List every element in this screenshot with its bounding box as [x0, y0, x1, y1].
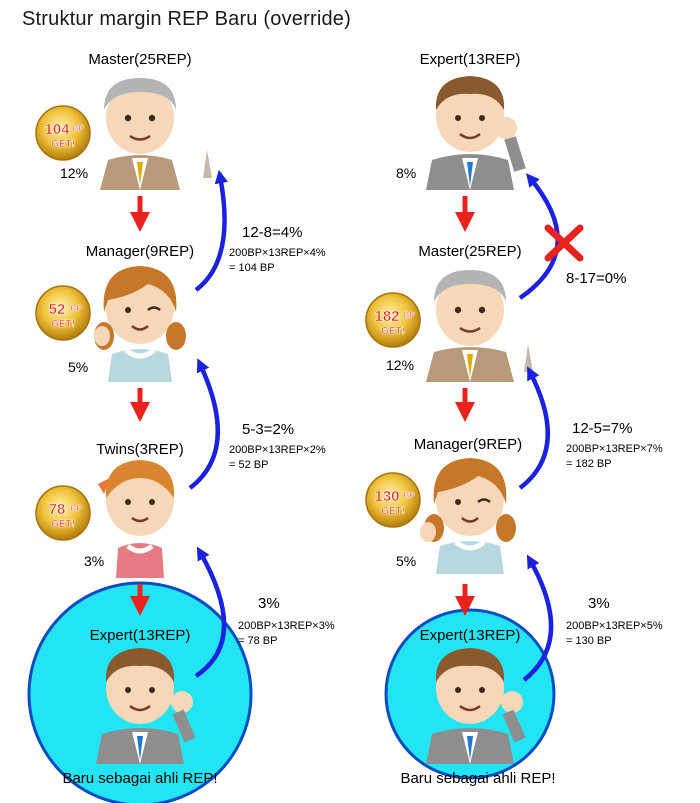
flow-result: = 78 BP [238, 635, 277, 647]
member-label: Expert(13REP) [420, 627, 521, 644]
flow-result: = 130 BP [566, 635, 612, 647]
margin-percent: 3% [84, 553, 104, 569]
flow-formula: 3% [588, 595, 610, 612]
expert-avatar-right-bottom [426, 648, 526, 764]
twins-avatar-left [98, 460, 175, 578]
badge-text-manager-left: 52 BP GET! [48, 301, 82, 331]
badge-text-twins-left: 78 BP GET! [48, 501, 82, 531]
member-label: Master(25REP) [418, 243, 521, 260]
flow-detail: 200BP×13REP×5% [566, 620, 663, 632]
member-label: Manager(9REP) [86, 243, 194, 260]
margin-percent: 5% [396, 553, 416, 569]
flow-detail: 200BP×13REP×7% [566, 443, 663, 455]
flow-detail: 200BP×13REP×4% [229, 247, 326, 259]
svg-text:GET!: GET! [381, 326, 405, 337]
badge-text-master-left: 104 BP GET! [44, 121, 84, 151]
svg-text:BP: BP [72, 124, 84, 133]
svg-text:BP: BP [403, 311, 415, 320]
svg-text:130: 130 [374, 488, 399, 505]
flow-arrow-left-2 [188, 358, 221, 490]
flow-arrow-left-1 [194, 169, 228, 292]
badge-manager-right [365, 472, 421, 528]
expert-avatar-left [96, 648, 196, 764]
svg-text:GET!: GET! [51, 139, 75, 150]
member-label: Master(25REP) [88, 51, 191, 68]
page-title: Struktur margin REP Baru (override) [22, 8, 351, 30]
margin-percent: 12% [60, 165, 88, 181]
svg-text:BP: BP [70, 504, 82, 513]
flow-detail: 200BP×13REP×2% [229, 444, 326, 456]
svg-text:182: 182 [374, 308, 399, 325]
manager-avatar-right [420, 458, 516, 574]
badge-manager-left [35, 285, 91, 341]
margin-percent: 8% [396, 165, 416, 181]
svg-text:BP: BP [403, 491, 415, 500]
flow-result: = 182 BP [566, 458, 612, 470]
flow-result: = 52 BP [229, 459, 268, 471]
manager-avatar-left [94, 266, 186, 382]
flow-arrow-right-1 [518, 173, 560, 300]
svg-text:52: 52 [49, 301, 66, 318]
svg-text:BP: BP [70, 304, 82, 313]
master-avatar-right [426, 270, 533, 382]
flow-formula: 5-3=2% [242, 421, 294, 438]
member-label: Twins(3REP) [96, 441, 184, 458]
master-avatar-left [100, 78, 212, 190]
svg-text:104: 104 [44, 121, 70, 138]
member-label: Expert(13REP) [90, 627, 191, 644]
badge-text-manager-right: 130 BP GET! [374, 488, 415, 518]
flow-arrow-right-2 [518, 366, 550, 490]
blocked-cross-icon [544, 224, 584, 262]
new-member-caption: Baru sebagai ahli REP! [400, 770, 555, 787]
flow-formula: 8-17=0% [566, 270, 626, 287]
member-label: Expert(13REP) [420, 51, 521, 68]
flow-detail: 200BP×13REP×3% [238, 620, 335, 632]
flow-result: = 104 BP [229, 262, 275, 274]
flow-formula: 3% [258, 595, 280, 612]
badge-text-master-right: 182 BP GET! [374, 308, 415, 338]
badge-master-right [365, 292, 421, 348]
member-label: Manager(9REP) [414, 436, 522, 453]
flow-arrow-left-3 [194, 546, 227, 678]
new-member-caption: Baru sebagai ahli REP! [62, 770, 217, 787]
svg-text:GET!: GET! [51, 519, 75, 530]
expert-avatar-right-top [426, 76, 526, 190]
margin-percent: 5% [68, 359, 88, 375]
svg-text:78: 78 [49, 501, 66, 518]
svg-text:GET!: GET! [51, 319, 75, 330]
flow-formula: 12-5=7% [572, 420, 632, 437]
margin-percent: 12% [386, 357, 414, 373]
badge-master-left [35, 105, 91, 161]
flow-arrow-right-3 [522, 554, 554, 682]
badge-twins-left [35, 485, 91, 541]
flow-formula: 12-8=4% [242, 224, 302, 241]
svg-text:GET!: GET! [381, 506, 405, 517]
